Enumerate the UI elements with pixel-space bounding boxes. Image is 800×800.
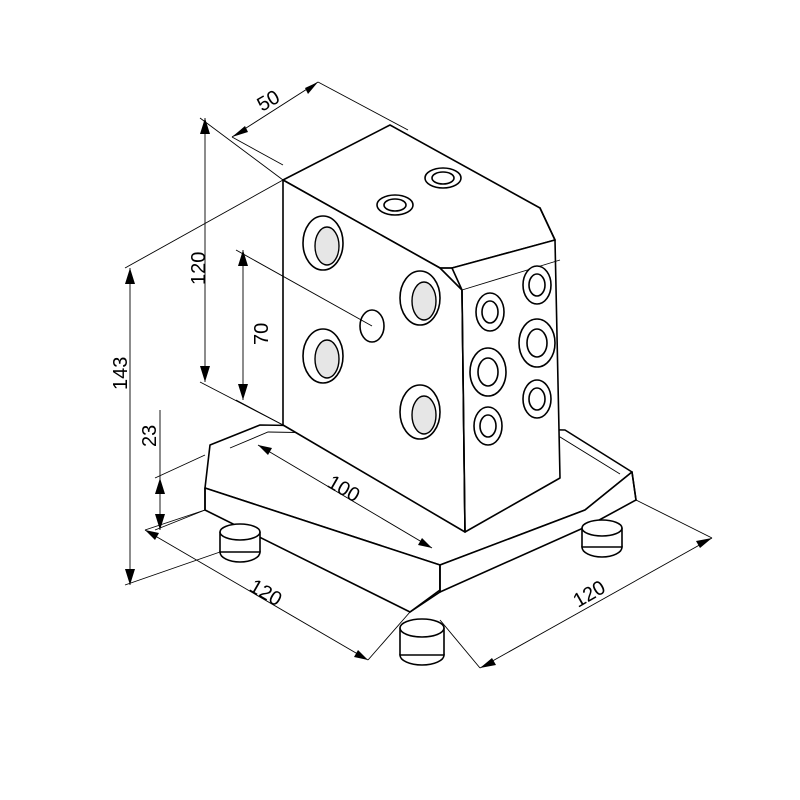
side-screw-4 xyxy=(518,318,556,368)
dim-base-left-label: 120 xyxy=(246,575,286,611)
dim-hole-height-label: 70 xyxy=(251,323,273,345)
side-screw-5 xyxy=(473,406,503,446)
dim-block-height-label: 120 xyxy=(188,252,210,285)
top-screw-1 xyxy=(376,194,414,216)
dim-total-height-label: 143 xyxy=(110,357,132,390)
front-bore-4 xyxy=(399,384,441,440)
side-screw-1 xyxy=(475,292,505,332)
dim-base-height-label: 23 xyxy=(139,425,161,447)
front-bore-2 xyxy=(399,270,441,326)
foot-front xyxy=(399,618,445,666)
foot-right xyxy=(581,519,623,558)
dimension-lines xyxy=(124,81,713,669)
front-bore-3 xyxy=(302,328,344,384)
dim-base-right-label: 120 xyxy=(570,577,610,613)
side-screw-3 xyxy=(469,347,507,397)
side-screw-6 xyxy=(522,379,552,419)
top-screw-2 xyxy=(424,167,462,189)
side-screw-2 xyxy=(522,265,552,305)
foot-left xyxy=(219,523,261,563)
front-bore-1 xyxy=(302,215,344,271)
dim-depth-label: 50 xyxy=(254,86,284,116)
